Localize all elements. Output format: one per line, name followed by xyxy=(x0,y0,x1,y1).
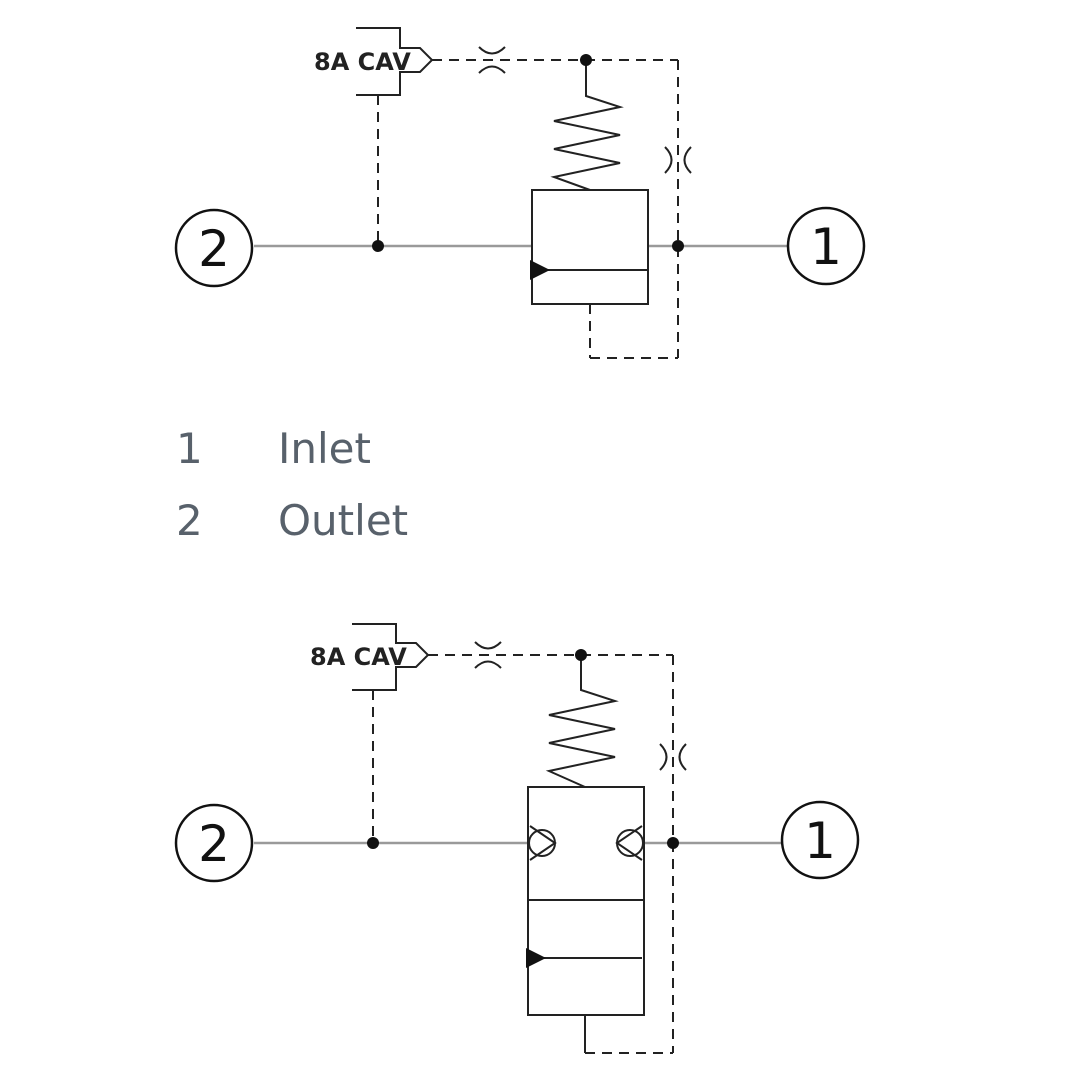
orifice-icon xyxy=(474,641,502,669)
junction-dot xyxy=(580,54,592,66)
legend-label: Outlet xyxy=(278,496,409,545)
check-valve-icon xyxy=(528,825,557,861)
junction-dot xyxy=(367,837,379,849)
junction-dot xyxy=(575,649,587,661)
junction-dot xyxy=(372,240,384,252)
svg-text:2: 2 xyxy=(198,220,230,278)
orifice-icon xyxy=(664,146,692,174)
junction-dot xyxy=(667,837,679,849)
orifice-icon xyxy=(659,743,687,771)
svg-text:1: 1 xyxy=(810,218,842,276)
spring-icon xyxy=(550,60,624,191)
cavity-label: 8A CAV xyxy=(310,643,407,671)
port-2-marker: 2 xyxy=(174,208,254,288)
schematic-2: 8A CAV 2 1 xyxy=(174,623,860,1054)
check-valve-icon xyxy=(615,825,644,861)
cavity-label: 8A CAV xyxy=(314,48,411,76)
orifice-icon xyxy=(478,46,506,74)
junction-dot xyxy=(672,240,684,252)
port-1-marker: 1 xyxy=(780,800,860,880)
legend-label: Inlet xyxy=(278,424,371,473)
legend-number: 1 xyxy=(176,424,203,473)
port-2-marker: 2 xyxy=(174,803,254,883)
spring-icon xyxy=(545,655,619,788)
schematic-1: 8A CAV 2 1 xyxy=(174,27,866,359)
port-1-marker: 1 xyxy=(786,206,866,286)
svg-text:2: 2 xyxy=(198,815,230,873)
svg-text:1: 1 xyxy=(804,812,836,870)
valve-body xyxy=(531,189,649,305)
legend-number: 2 xyxy=(176,496,203,545)
